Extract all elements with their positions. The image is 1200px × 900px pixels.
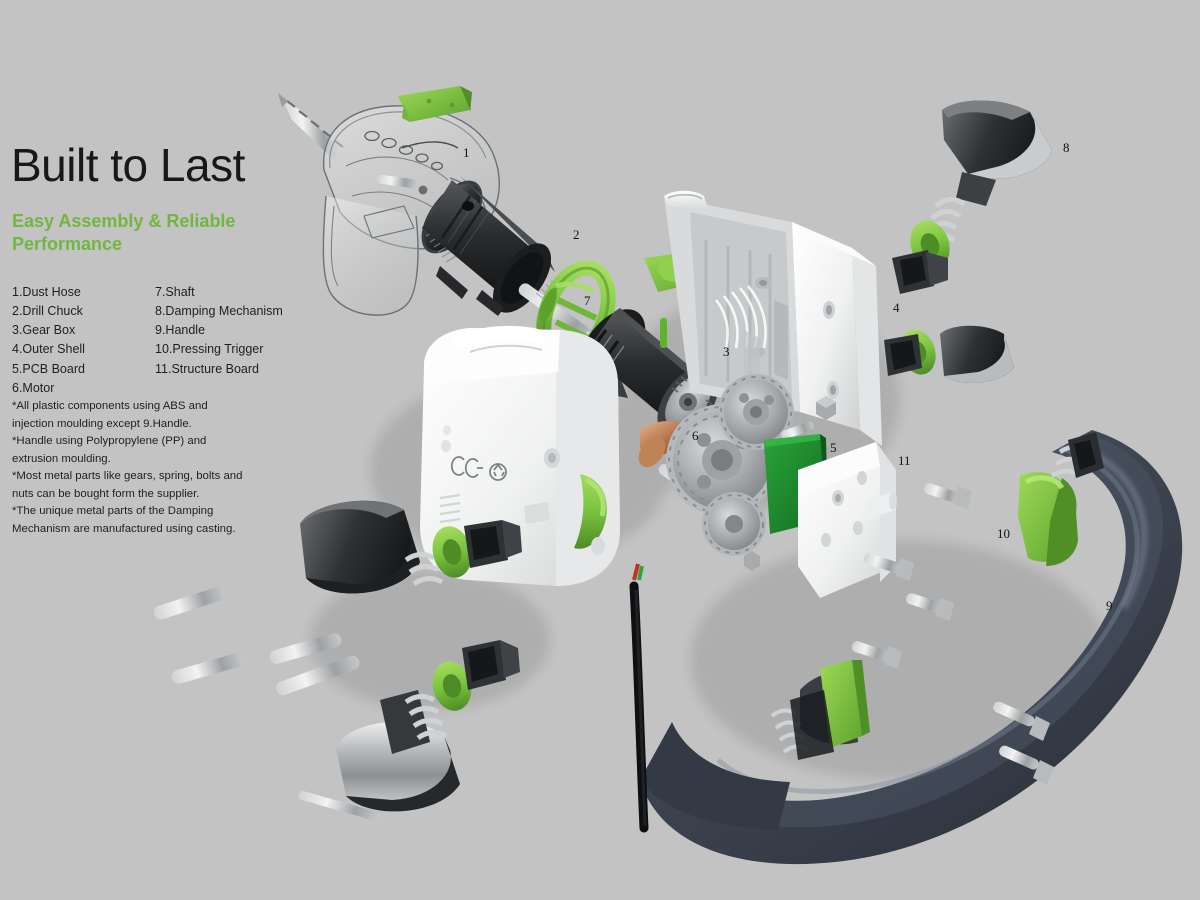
loose-dowel-pins	[153, 586, 360, 696]
outer-shell-vents	[439, 493, 461, 524]
callout-10: 10	[997, 526, 1010, 541]
list-item: 9.Handle	[155, 323, 206, 338]
callout-8: 8	[1063, 140, 1070, 155]
part-damping-mechanism-mid-right	[884, 325, 1014, 383]
callout-3: 3	[723, 344, 730, 359]
note-line: *All plastic components using ABS and	[12, 400, 208, 412]
parts-list-column-right: 7.Shaft 8.Damping Mechanism 9.Handle 10.…	[155, 283, 320, 379]
list-item: 8.Damping Mechanism	[155, 304, 283, 319]
note-line: *Handle using Polypropylene (PP) and	[12, 435, 207, 447]
list-item: 2.Drill Chuck	[12, 304, 83, 319]
part-damping-mechanism-bottom	[298, 640, 520, 821]
gear-medium	[718, 374, 794, 450]
outer-shell-markings	[450, 456, 507, 481]
note-line: Mechanism are manufactured using casting…	[12, 522, 236, 535]
list-item: 10.Pressing Trigger	[155, 342, 264, 357]
note-line: *The unique metal parts of the Damping	[12, 505, 214, 517]
note-line: *Most metal parts like gears, spring, bo…	[12, 470, 243, 482]
gear-small-lower	[702, 492, 766, 556]
page-title: Built to Last	[11, 139, 245, 191]
list-item: 7.Shaft	[155, 285, 195, 299]
list-item: 6.Motor	[12, 380, 55, 395]
part-damping-mechanism-upper-right	[892, 100, 1052, 294]
part-drill-chuck	[421, 176, 555, 316]
part-outer-shell	[420, 325, 620, 586]
spring-upper-right	[924, 197, 966, 244]
list-item: 3.Gear Box	[12, 323, 76, 338]
parts-list: 1.Dust Hose 2.Drill Chuck 3.Gear Box 4.O…	[12, 283, 322, 398]
manufacturing-notes: *All plastic components using ABS and in…	[12, 398, 284, 538]
note-line: extrusion moulding.	[12, 452, 111, 465]
callout-7: 7	[584, 293, 591, 308]
dust-hose-pin	[377, 174, 428, 195]
list-item: 5.PCB Board	[12, 361, 85, 376]
callout-9: 9	[1106, 598, 1113, 613]
loose-screws	[851, 483, 1054, 785]
handle-spring-detail	[770, 690, 834, 760]
callout-6: 6	[692, 428, 699, 443]
part-structure-board	[798, 442, 897, 598]
callout-2: 2	[573, 227, 580, 242]
callout-5: 5	[830, 440, 837, 455]
text-panel: Built to Last Easy Assembly & Reliable P…	[0, 0, 330, 900]
note-line: injection moulding except 9.Handle.	[12, 417, 192, 430]
note-line: nuts can be bought form the supplier.	[12, 487, 200, 500]
page-subtitle: Easy Assembly & Reliable Performance	[12, 211, 236, 255]
callout-leader-1	[401, 141, 459, 149]
list-item: 4.Outer Shell	[12, 342, 85, 357]
callout-1: 1	[463, 145, 470, 160]
spring-lower-left	[404, 552, 444, 587]
list-item: 1.Dust Hose	[12, 285, 81, 299]
part-pressing-trigger	[1018, 432, 1104, 566]
dust-hose-vents	[364, 130, 444, 171]
list-item: 11.Structure Board	[155, 361, 259, 376]
part-handle-trigger	[770, 660, 870, 760]
callout-11: 11	[898, 453, 911, 468]
power-cable	[629, 563, 649, 833]
part-damping-mechanism-lower-left	[300, 500, 522, 594]
part-dust-hose-clip	[398, 86, 472, 122]
spring-bottom	[404, 694, 448, 741]
callout-4: 4	[893, 300, 900, 315]
parts-list-column-left: 1.Dust Hose 2.Drill Chuck 3.Gear Box 4.O…	[12, 283, 155, 398]
